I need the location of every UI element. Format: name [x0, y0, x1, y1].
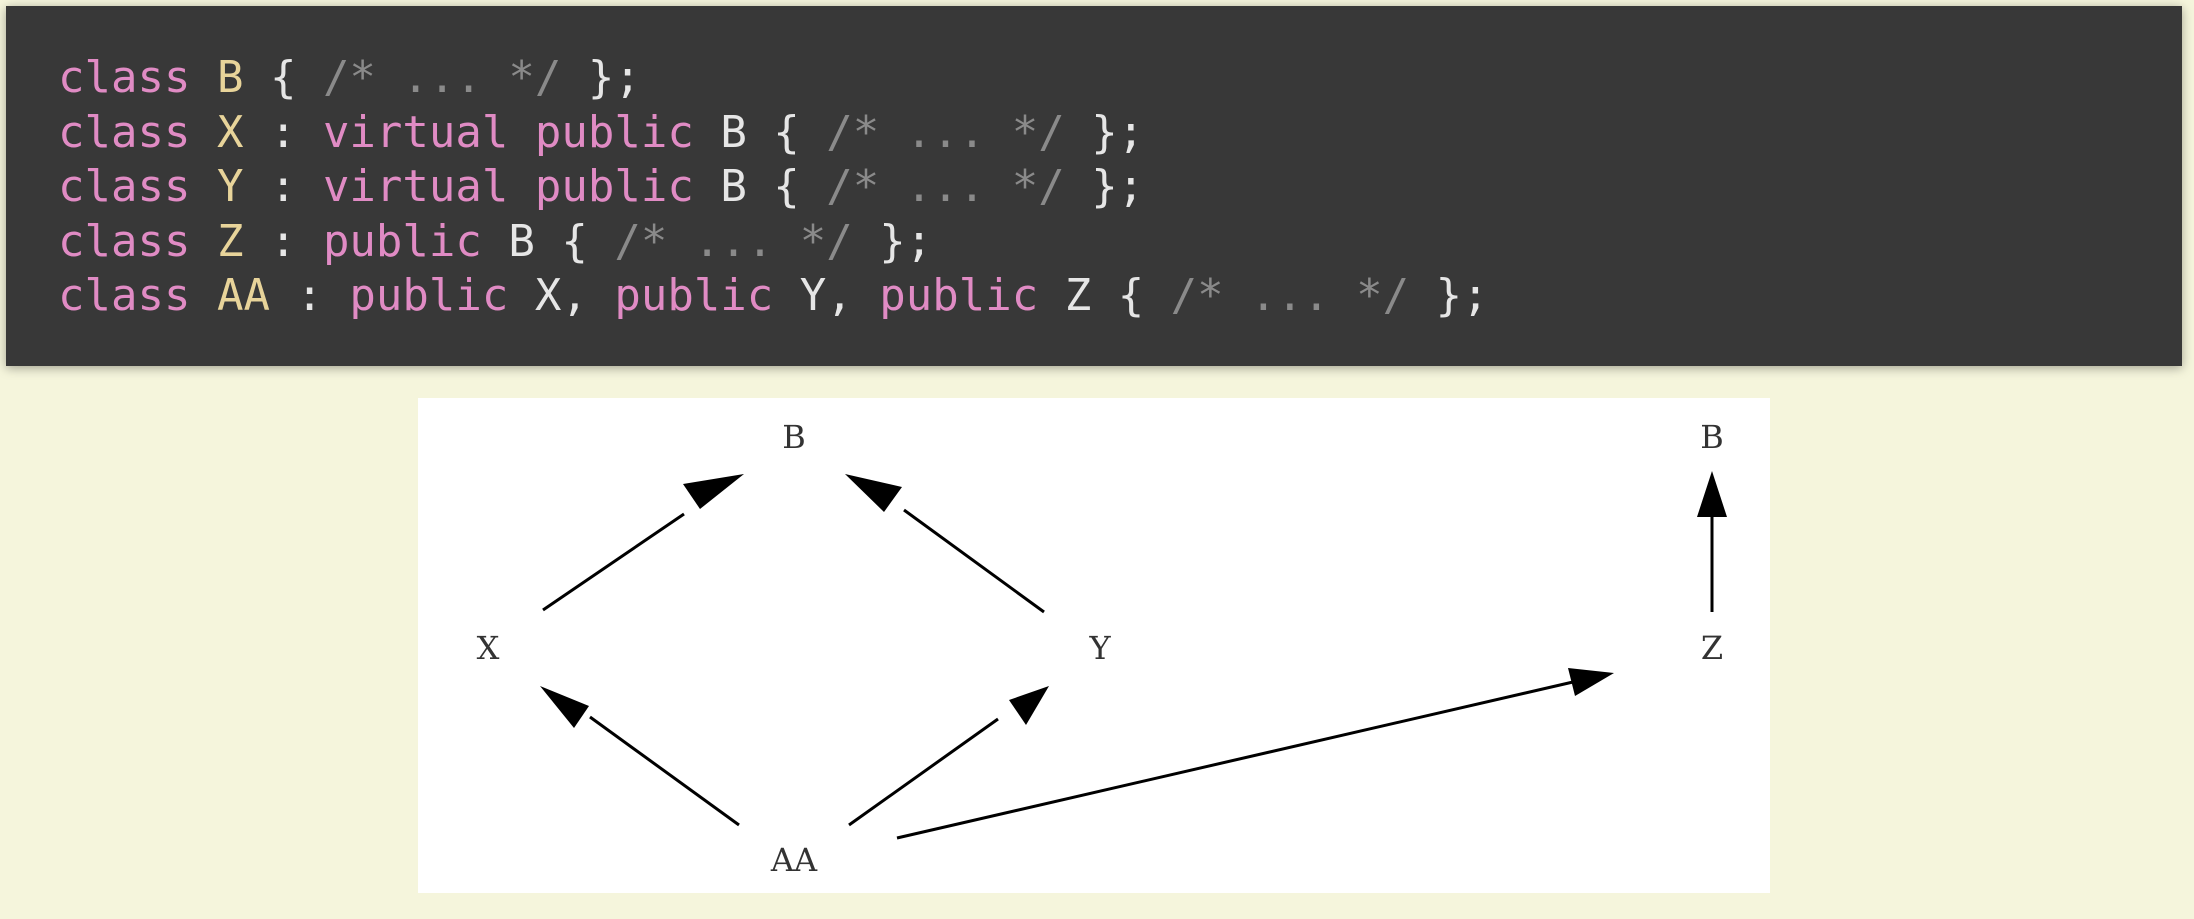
code-token-kw: virtual: [322, 106, 509, 158]
edges: [540, 471, 1727, 840]
code-token-cls: Y: [216, 161, 244, 212]
code-token-pn: };: [852, 215, 933, 267]
edge-aa-to-z: [896, 680, 1574, 840]
node-b-virtual: B: [782, 418, 806, 456]
code-token-id: B {: [481, 215, 615, 267]
code-line-5: class AA : public X, public Y, public Z …: [58, 269, 2182, 324]
code-line-2: class X : virtual public B { /* ... */ }…: [58, 106, 2182, 161]
code-token-cls: Z: [216, 215, 244, 267]
code-token-cm: /* ... */: [322, 52, 562, 103]
code-token-cm: /* ... */: [826, 106, 1065, 158]
code-token-kw: virtual: [322, 161, 509, 212]
code-token-pn: :: [243, 215, 323, 267]
code-token-pn: [190, 216, 217, 267]
code-token-pn: :: [269, 270, 350, 321]
code-token-kw: public: [349, 270, 509, 321]
inheritance-diagram: B X Y Z B AA: [418, 398, 1770, 893]
code-token-pn: :: [243, 161, 323, 212]
code-line-3: class Y : virtual public B { /* ... */ }…: [58, 160, 2182, 215]
code-token-pn: :: [243, 106, 323, 158]
code-token-cls: X: [216, 106, 244, 158]
code-token-pn: [190, 52, 217, 103]
code-token-pn: [508, 107, 535, 158]
node-aa: AA: [770, 841, 818, 879]
nodes: B X Y Z B AA: [477, 418, 1724, 879]
edge-aa-to-y-arrowhead: [1009, 686, 1049, 725]
code-token-cm: /* ... */: [826, 161, 1065, 212]
code-token-pn: };: [561, 52, 641, 103]
code-token-pn: [190, 270, 217, 321]
edge-aa-to-y: [848, 717, 999, 827]
code-token-cls: B: [216, 52, 244, 103]
edge-y-to-b: [903, 508, 1045, 614]
code-token-pn: {: [243, 52, 323, 103]
edge-aa-to-z-arrowhead: [1568, 668, 1614, 696]
code-line-1: class B { /* ... */ };: [58, 51, 2182, 106]
code-token-pn: };: [1064, 161, 1145, 212]
code-token-id: B {: [693, 161, 827, 212]
code-token-pn: [190, 107, 217, 158]
code-token-kw: public: [322, 215, 482, 267]
code-token-kw: class: [58, 270, 191, 321]
edge-aa-to-x: [589, 715, 740, 827]
code-token-pn: };: [1064, 106, 1145, 158]
code-token-cm: /* ... */: [614, 215, 853, 267]
code-token-kw: public: [534, 161, 694, 212]
code-token-pn: [190, 161, 217, 212]
node-x: X: [477, 629, 500, 667]
edge-x-to-b: [542, 512, 685, 612]
code-token-id: Z {: [1038, 270, 1171, 321]
edge-aa-to-x-arrowhead: [540, 686, 589, 728]
code-token-kw: class: [58, 52, 191, 103]
edge-y-to-b-arrowhead: [845, 474, 902, 512]
inheritance-diagram-svg: B X Y Z B AA: [477, 418, 1727, 879]
code-token-kw: public: [614, 270, 774, 321]
code-token-kw: class: [58, 215, 191, 267]
code-line-4: class Z : public B { /* ... */ };: [58, 215, 2182, 270]
code-token-id: Y,: [773, 270, 880, 321]
node-z: Z: [1701, 629, 1723, 667]
node-b-nonvirtual: B: [1700, 418, 1724, 456]
code-block: class B { /* ... */ }; class X : virtual…: [6, 6, 2182, 366]
code-token-id: B {: [693, 106, 827, 158]
code-token-kw: class: [58, 106, 191, 158]
code-token-pn: [508, 161, 535, 212]
edge-x-to-b-arrowhead: [683, 474, 744, 509]
code-token-cls: AA: [216, 270, 270, 321]
code-token-cm: /* ... */: [1170, 270, 1410, 321]
edge-z-to-b-arrowhead: [1697, 471, 1727, 517]
code-token-kw: public: [534, 106, 694, 158]
node-y: Y: [1088, 629, 1111, 667]
code-token-id: X,: [508, 270, 615, 321]
code-token-pn: };: [1409, 270, 1489, 321]
code-token-kw: public: [879, 270, 1039, 321]
code-token-kw: class: [58, 161, 191, 212]
